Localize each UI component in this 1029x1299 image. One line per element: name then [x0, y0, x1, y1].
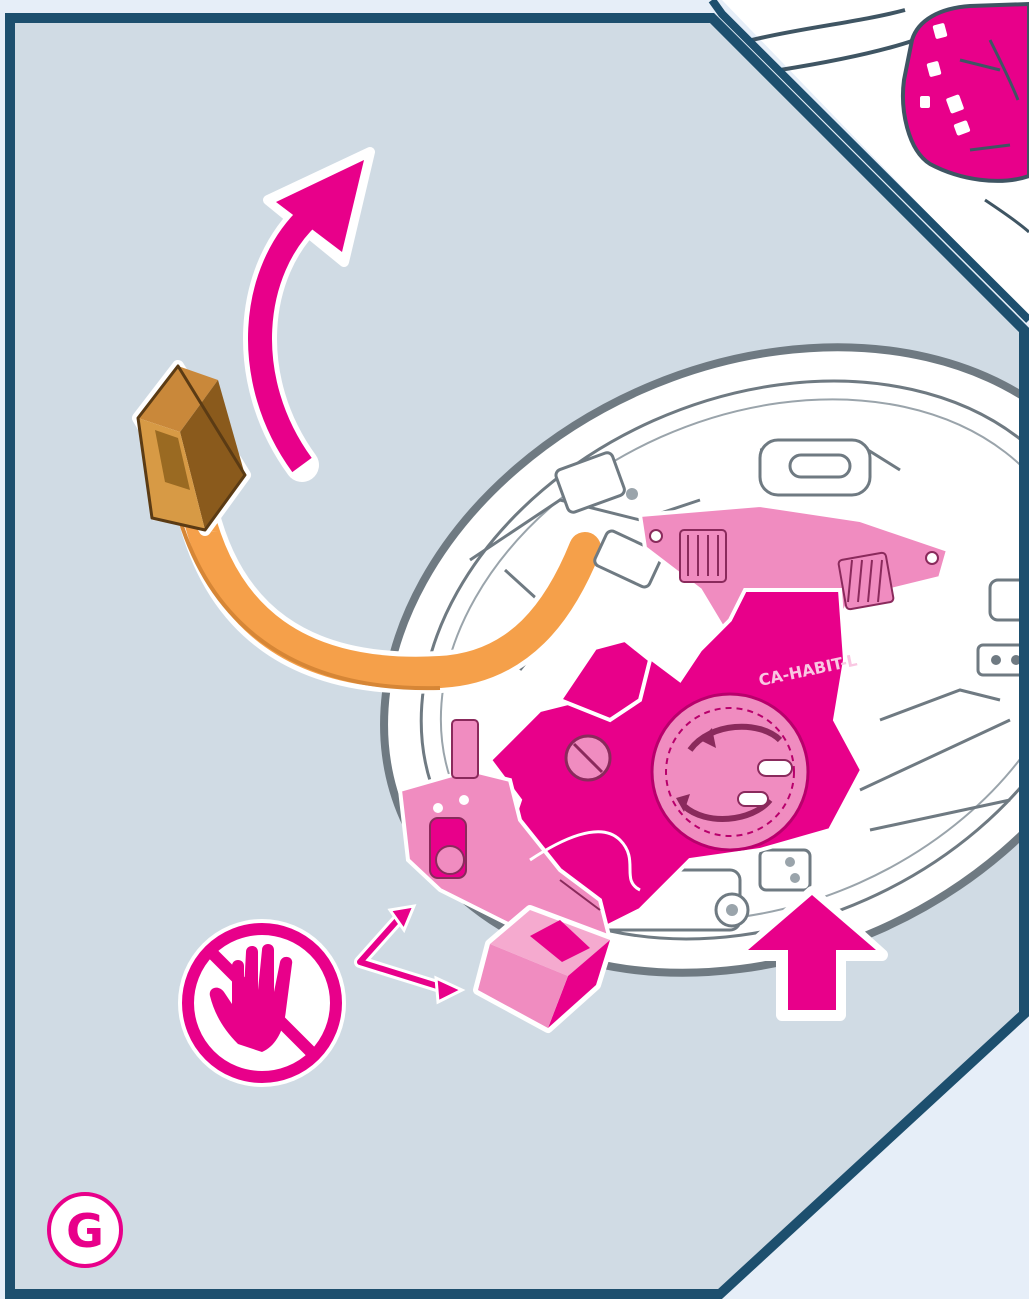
step-label: G: [66, 1204, 104, 1258]
step-badge: G: [49, 1194, 121, 1266]
inset-magenta-part: [903, 4, 1029, 181]
no-hand-touch-icon: [178, 919, 346, 1087]
